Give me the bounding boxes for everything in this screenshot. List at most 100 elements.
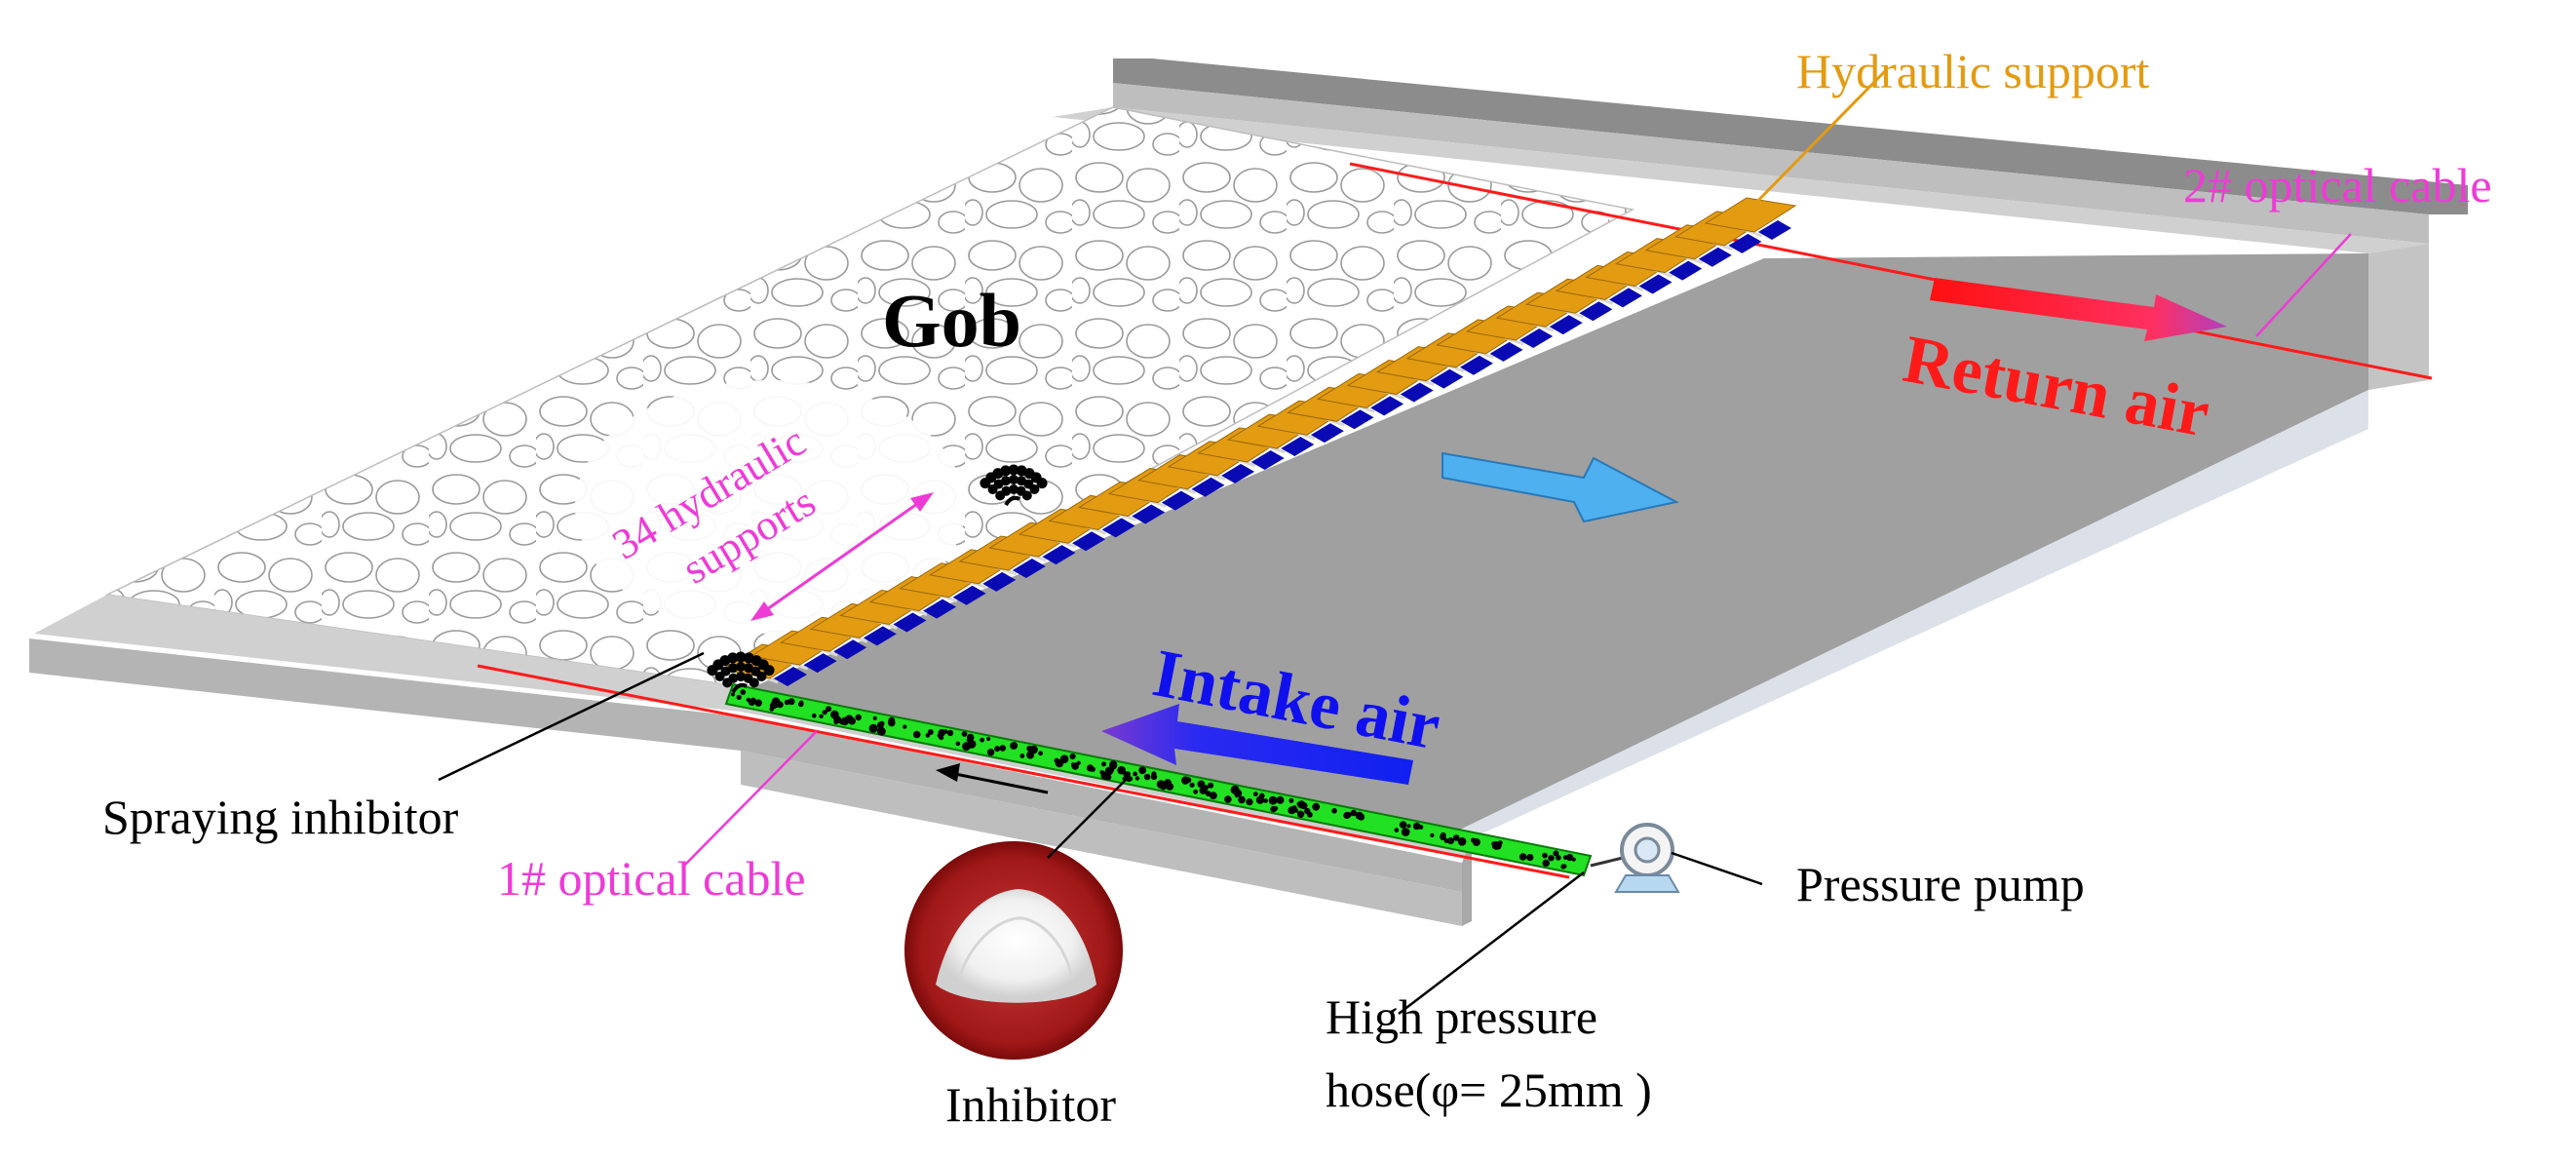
inhibitor-particle <box>1430 832 1435 838</box>
inhibitor-particle <box>872 715 877 720</box>
inhibitor-particle <box>1355 811 1364 820</box>
spray-dot <box>736 662 746 672</box>
spraying-inhibitor-label: Spraying inhibitor <box>102 790 459 844</box>
inhibitor-particle <box>1270 805 1277 813</box>
inhibitor-particle <box>1150 773 1158 781</box>
inhibitor-particle <box>927 729 934 735</box>
inhibitor-particle <box>1452 834 1460 841</box>
gob-label: Gob <box>882 278 1021 363</box>
inhibitor-particle <box>1026 745 1033 753</box>
inhibitor-particle <box>1447 837 1454 845</box>
inhibitor-particle <box>1070 762 1075 767</box>
inhibitor-particle <box>868 723 878 733</box>
inhibitor-particle <box>1138 766 1147 775</box>
spray-dot <box>1009 484 1019 494</box>
inhibitor-particle <box>1208 782 1214 789</box>
spray-dot <box>1009 475 1019 484</box>
inhibitor-particle <box>1246 798 1253 806</box>
inhibitor-particle <box>986 749 995 756</box>
hose-label-line2: hose(φ= 25mm ) <box>1326 1063 1652 1117</box>
working-face-floor <box>741 253 2368 838</box>
inhibitor-particle <box>1331 808 1337 814</box>
inhibitor-particle <box>966 733 975 742</box>
inhibitor-particle <box>1197 780 1206 789</box>
spray-dot <box>736 672 746 681</box>
return-air-arrow <box>1930 278 2227 341</box>
gob-area <box>104 106 1635 688</box>
inhibitor-particle <box>1193 789 1198 794</box>
inhibitor-particle <box>1026 751 1035 759</box>
inhibitor-particle <box>1134 776 1140 781</box>
inhibitor-particle <box>1401 828 1410 836</box>
hose-label-line1: High pressure <box>1326 989 1597 1044</box>
inhibitor-particle <box>1288 797 1294 803</box>
inhibitor-particle <box>1252 792 1258 796</box>
inhibitor-particle <box>731 692 735 697</box>
spray-dot <box>1029 484 1040 494</box>
inhibitor-particle <box>1562 864 1567 869</box>
inhibitor-particle <box>750 697 756 704</box>
inhibitor-label: Inhibitor <box>945 1077 1116 1132</box>
inhibitor-particle <box>942 729 948 734</box>
inhibitor-particle <box>1238 795 1246 804</box>
spraying-inhibitor-cluster-2 <box>980 464 1048 507</box>
inhibitor-particle <box>1230 785 1240 794</box>
inhibitor-particle <box>754 699 762 707</box>
spray-dot <box>728 673 739 683</box>
inhibitor-particle <box>1054 757 1059 763</box>
inhibitor-particle <box>1086 764 1095 772</box>
inhibitor-particle <box>955 741 961 747</box>
inhibitor-particle <box>788 698 795 706</box>
inhibitor-particle <box>812 713 817 718</box>
inhibitor-particle <box>1255 795 1265 804</box>
inhibitor-particle <box>855 714 862 721</box>
spray-dot <box>728 663 738 674</box>
pressure-pump <box>1590 823 1680 893</box>
return-airway <box>1053 58 2468 390</box>
inhibitor-particle <box>1526 854 1534 862</box>
inhibitor-particle <box>876 721 884 729</box>
inhibitor-image <box>904 841 1123 1060</box>
inhibitor-particle <box>1133 771 1137 777</box>
inhibitor-particle <box>1019 754 1025 758</box>
intake-air-arrow <box>1101 704 1413 785</box>
inhibitor-particle <box>769 707 774 712</box>
inhibitor-particle <box>1118 769 1124 774</box>
leader-lines <box>438 68 2352 1015</box>
inhibitor-particle <box>822 710 827 715</box>
optical-cable-1-label: 1# optical cable <box>497 851 806 906</box>
inhibitor-particle <box>1185 777 1192 784</box>
inhibitor-particle <box>1143 773 1151 781</box>
inhibitor-particle <box>980 737 984 743</box>
inhibitor-particle <box>777 701 784 709</box>
inhibitor-particle <box>1011 742 1019 750</box>
inhibitor-particle <box>1059 754 1069 763</box>
spray-dot <box>735 651 747 663</box>
inhibitor-particle <box>1519 853 1527 861</box>
inhibitor-particle <box>1268 795 1278 805</box>
spray-nozzle <box>731 682 748 694</box>
spray-dot <box>763 665 775 677</box>
inhibitor-particle <box>946 729 954 737</box>
spray-dot <box>1001 476 1011 486</box>
inhibitor-particle <box>1343 811 1351 820</box>
airflow-arrow <box>1442 451 1679 523</box>
inhibitor-particle <box>1312 802 1321 811</box>
inhibitor-particle <box>1128 776 1134 782</box>
spray-nozzle <box>1004 495 1020 507</box>
inhibitor-particle <box>1293 808 1299 813</box>
inhibitor-particle <box>1566 854 1574 862</box>
inhibitor-particle <box>1189 782 1195 788</box>
spray-dot <box>1001 485 1012 496</box>
inhibitor-particle <box>819 714 824 718</box>
inhibitor-particle <box>1457 837 1467 846</box>
intake-airway <box>29 595 1472 926</box>
inhibitor-particle <box>961 731 968 737</box>
inhibitor-particle <box>999 745 1007 752</box>
inhibitor-particle <box>1109 760 1118 769</box>
inhibitor-particle <box>1556 855 1561 861</box>
spray-dot <box>1036 478 1048 489</box>
inhibitor-particle <box>986 736 991 742</box>
inhibitor-particle <box>826 706 832 713</box>
spray-dot <box>756 672 767 681</box>
